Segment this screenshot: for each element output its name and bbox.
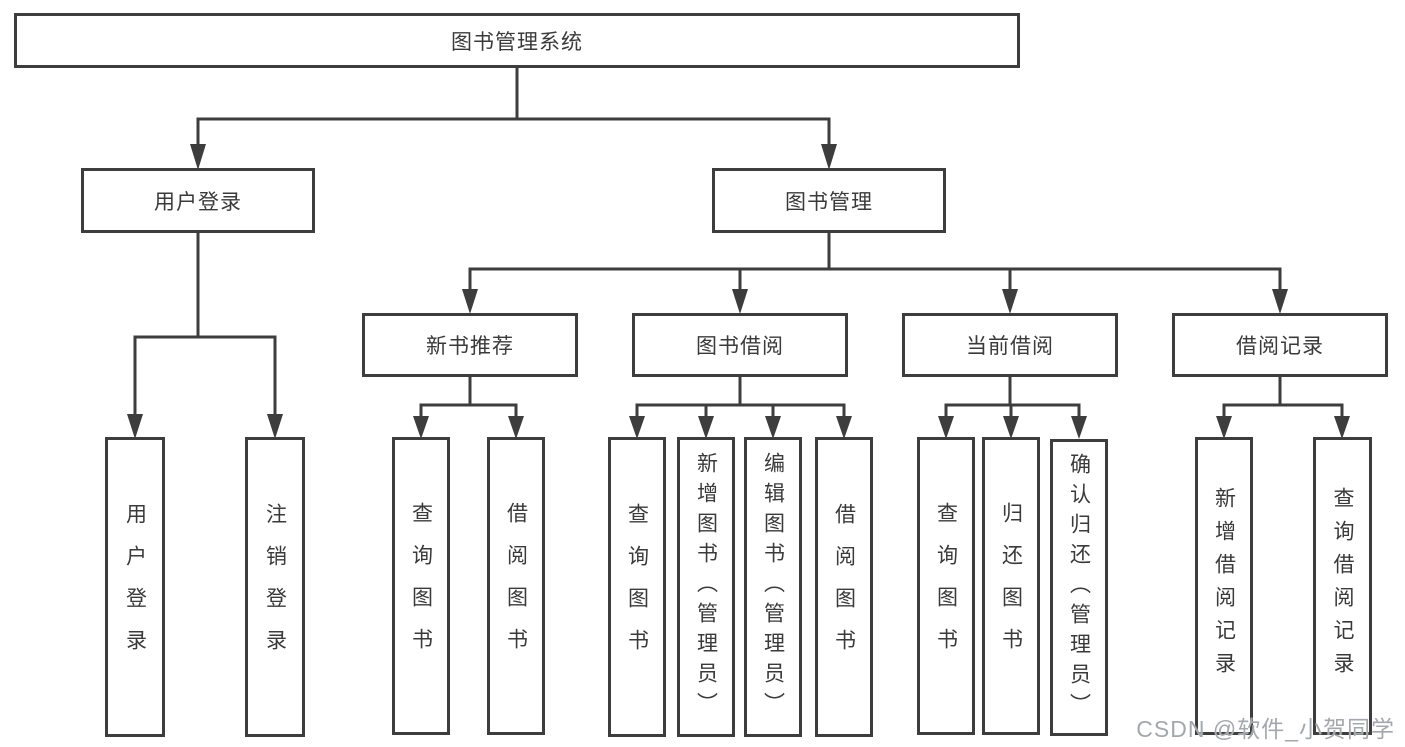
node-new-book-recommendation: 新书推荐 [362, 313, 578, 377]
leaf-borrow-books-recommend: 借阅图书 [487, 437, 545, 735]
leaf-query-books-current-label: 查询图书 [934, 502, 958, 670]
node-borrowing-records: 借阅记录 [1172, 313, 1388, 377]
leaf-query-books-recommend: 查询图书 [392, 437, 450, 735]
node-book-borrowing-label: 图书借阅 [696, 335, 784, 358]
leaf-borrow-books-label: 借阅图书 [832, 503, 856, 671]
leaf-logout: 注销登录 [245, 437, 305, 737]
leaf-query-books-recommend-label: 查询图书 [409, 502, 433, 670]
leaf-borrow-books-recommend-label: 借阅图书 [504, 502, 528, 670]
leaf-user-login-label: 用户登录 [123, 503, 147, 671]
leaf-add-book-admin: 新增图书（管理员） [677, 437, 735, 737]
leaf-add-book-admin-label: 新增图书（管理员） [694, 452, 718, 722]
node-user-login-label: 用户登录 [154, 190, 242, 214]
node-borrowing-records-label: 借阅记录 [1236, 335, 1324, 358]
leaf-query-borrow-record: 查询借阅记录 [1313, 437, 1372, 735]
node-current-borrowing-label: 当前借阅 [966, 335, 1054, 358]
leaf-query-books-borrow-label: 查询图书 [625, 503, 649, 671]
leaf-user-login: 用户登录 [105, 437, 165, 737]
node-library-system-label: 图书管理系统 [451, 30, 583, 54]
node-library-system: 图书管理系统 [14, 13, 1020, 68]
node-book-management-label: 图书管理 [785, 190, 873, 214]
leaf-query-books-current: 查询图书 [917, 437, 975, 735]
leaf-borrow-books: 借阅图书 [815, 437, 873, 737]
node-book-management: 图书管理 [712, 168, 946, 233]
leaf-edit-book-admin: 编辑图书（管理员） [744, 437, 802, 737]
leaf-query-borrow-record-label: 查询借阅记录 [1331, 487, 1354, 685]
leaf-add-borrow-record: 新增借阅记录 [1195, 437, 1253, 735]
leaf-confirm-return-admin: 确认归还（管理员） [1050, 439, 1108, 736]
arrowheads [127, 144, 1350, 439]
node-current-borrowing: 当前借阅 [902, 313, 1118, 377]
node-book-borrowing: 图书借阅 [632, 313, 848, 377]
leaf-edit-book-admin-label: 编辑图书（管理员） [761, 452, 785, 722]
node-user-login: 用户登录 [81, 168, 315, 233]
leaf-confirm-return-admin-label: 确认归还（管理员） [1067, 452, 1091, 723]
leaf-return-books: 归还图书 [982, 437, 1040, 735]
leaf-add-borrow-record-label: 新增借阅记录 [1212, 487, 1236, 685]
node-new-book-recommendation-label: 新书推荐 [426, 335, 514, 358]
leaf-query-books-borrow: 查询图书 [608, 437, 666, 737]
leaf-logout-label: 注销登录 [263, 503, 287, 671]
leaf-return-books-label: 归还图书 [999, 502, 1023, 670]
